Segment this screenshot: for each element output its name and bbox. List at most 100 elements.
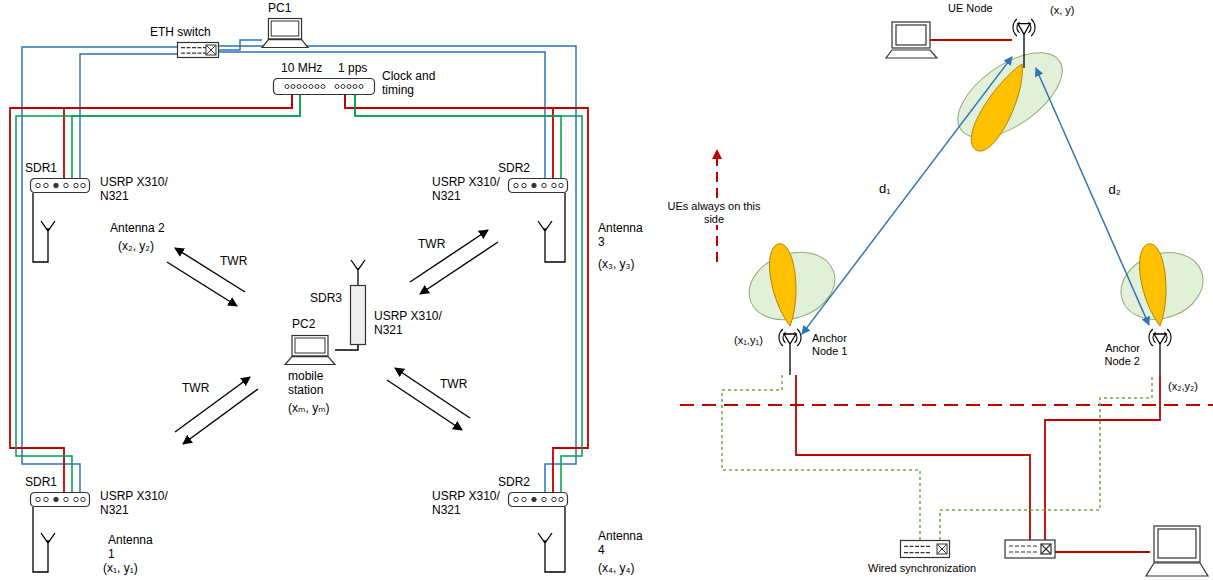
sdr-body xyxy=(351,286,366,345)
sdr-port xyxy=(54,497,58,501)
sdrv-icon xyxy=(350,285,366,345)
sdr-port xyxy=(74,183,78,187)
sdr-port xyxy=(81,497,85,501)
sdr-icon xyxy=(30,492,90,507)
sdr-port xyxy=(552,183,556,187)
switch-body xyxy=(1005,540,1055,558)
distance-arrow xyxy=(802,57,1012,334)
sdr-port xyxy=(532,183,536,187)
laptop-screen xyxy=(268,19,301,39)
twr-label: TWR xyxy=(220,255,254,269)
clock-icon xyxy=(273,78,375,95)
distance-label: d₂ xyxy=(1106,183,1122,198)
sdr-port xyxy=(552,497,556,501)
sdr-unit: SDR2USRP X310/ N321 xyxy=(508,492,568,507)
sdr-port xyxy=(64,183,68,187)
cable xyxy=(335,345,358,350)
green-lobe xyxy=(740,241,845,331)
node-sublabel: (x₂,y₂) xyxy=(1168,380,1212,393)
laptop-screen xyxy=(892,22,930,48)
switch-port xyxy=(181,48,185,54)
cable xyxy=(345,95,588,492)
node-sublabel: USRP X310/ N321 xyxy=(432,176,508,204)
switch-port xyxy=(187,48,191,54)
antenna-icon xyxy=(1012,14,1036,68)
cable xyxy=(219,46,576,492)
sdr-icon xyxy=(508,178,568,193)
twr-arrow xyxy=(167,262,237,306)
mobile-antenna-symbol xyxy=(351,260,365,285)
antenna-wave xyxy=(1013,19,1035,36)
laptop-base xyxy=(886,50,937,58)
laptop-display xyxy=(1158,529,1196,558)
switch-uplink-cross xyxy=(937,544,947,554)
node-sublabel: USRP X310/ N321 xyxy=(100,176,176,204)
antenna-symbols xyxy=(33,193,565,572)
clock-port xyxy=(303,85,307,89)
cable xyxy=(219,52,545,178)
green-lobe xyxy=(944,36,1077,154)
antenna-3-symbol xyxy=(538,193,565,262)
switch-port xyxy=(915,546,919,552)
region-note: UEs always on this side xyxy=(662,200,766,225)
antenna-mast xyxy=(1154,334,1166,375)
node-label: Wired synchronization xyxy=(868,562,1018,575)
antenna-label: (x₃, y₃) xyxy=(598,258,646,272)
sdr-port xyxy=(559,497,563,501)
node-sublabel: (x, y) xyxy=(1050,4,1105,17)
cable xyxy=(355,95,582,492)
sdr-port xyxy=(542,183,546,187)
red-cable xyxy=(796,375,1030,540)
yellow-lobe xyxy=(769,244,796,326)
node-label: PC2 xyxy=(292,318,332,332)
distance-label: d₁ xyxy=(877,182,893,197)
node-label: SDR3 xyxy=(310,292,350,306)
anchor-antenna: Anchor Node 2(x₂,y₂) xyxy=(1148,325,1172,375)
mobile-sdr: SDR3USRP X310/ N321 xyxy=(350,285,366,345)
clock-port xyxy=(285,85,289,89)
network-switch xyxy=(1005,540,1055,558)
clock-port xyxy=(309,85,313,89)
node-sublabel: 1 pps xyxy=(338,62,378,76)
sdr-port xyxy=(36,183,40,187)
antenna-wave xyxy=(779,329,801,346)
sdr-port xyxy=(74,497,78,501)
sdr-port xyxy=(514,183,518,187)
sdr-port xyxy=(44,497,48,501)
node-label: UE Node xyxy=(948,2,1008,15)
red-cables xyxy=(796,375,1160,552)
laptop-screen xyxy=(292,336,328,356)
ue-laptop xyxy=(886,22,937,58)
switch-uplink-cross xyxy=(206,45,216,55)
sdr-body xyxy=(31,179,90,193)
sdr-port xyxy=(559,183,563,187)
switch-body xyxy=(178,43,219,58)
switch-port xyxy=(192,48,196,54)
node-label: 10 MHz xyxy=(281,62,331,76)
switch-icon xyxy=(900,540,950,558)
node-label: SDR2 xyxy=(498,476,540,490)
node-label: SDR1 xyxy=(25,162,75,176)
sdr-port xyxy=(36,497,40,501)
sdr-port xyxy=(514,497,518,501)
cable xyxy=(722,375,920,540)
cable xyxy=(16,95,300,492)
node-sublabel: USRP X310/ N321 xyxy=(374,310,450,338)
clock-port xyxy=(335,85,339,89)
antenna-icon xyxy=(1148,325,1172,375)
antenna-label: (x₄, y₄) xyxy=(598,562,646,576)
sdr-port xyxy=(54,183,58,187)
cable xyxy=(22,47,177,492)
node-label: SDR1 xyxy=(25,476,75,490)
antenna-wave xyxy=(1153,332,1167,343)
anchor-antenna: (x₁,y₁)Anchor Node 1 xyxy=(778,325,802,375)
switch-ports xyxy=(1009,546,1037,552)
sdr-icon xyxy=(508,492,568,507)
node-label: (x₁,y₁) xyxy=(734,334,778,347)
ue-antenna: UE Node(x, y) xyxy=(1012,14,1036,68)
switch-port xyxy=(198,48,202,54)
pc-laptop: PC1 xyxy=(262,18,308,48)
antenna-4-symbol xyxy=(538,507,565,572)
antenna-label: (x₁, y₁) xyxy=(103,562,163,576)
sdr-body xyxy=(509,493,568,507)
